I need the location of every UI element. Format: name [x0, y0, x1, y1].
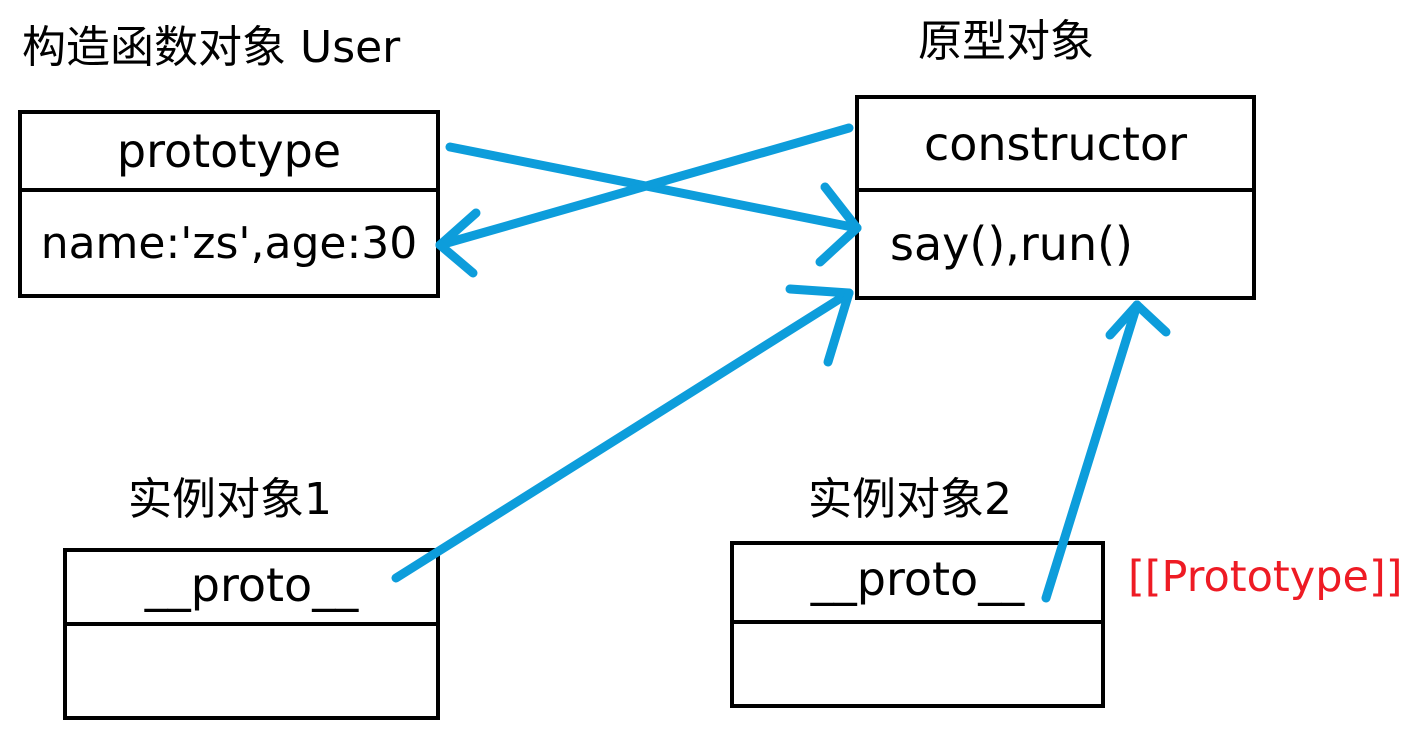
box-instance-2	[730, 541, 1105, 708]
box-constructor-user-divider	[22, 188, 436, 192]
cell-instance-1-empty[interactable]	[67, 624, 436, 716]
box-instance-1	[63, 548, 440, 720]
box-instance-1-divider	[67, 622, 436, 626]
caption-prototype-object: 原型对象	[918, 16, 1094, 67]
arrow-instance1-proto-to-proto-object	[391, 284, 854, 583]
cell-constructor-user-properties[interactable]: name:'zs',age:30	[40, 217, 418, 269]
arrow-constructor-to-user-props	[435, 123, 854, 278]
annotation-prototype-internal-slot: [[Prototype]]	[1128, 552, 1403, 602]
caption-constructor-object: 构造函数对象 User	[22, 22, 401, 73]
arrow-prototype-to-proto-object	[445, 142, 862, 267]
cell-instance-2-proto[interactable]: __proto__	[810, 552, 1025, 606]
caption-instance-object-1: 实例对象1	[128, 474, 332, 525]
box-instance-2-divider	[734, 620, 1101, 624]
cell-prototype-object-constructor[interactable]: constructor	[923, 116, 1188, 171]
cell-prototype-object-methods[interactable]: say(),run()	[890, 217, 1134, 271]
cell-instance-1-proto[interactable]: __proto__	[144, 558, 359, 612]
box-prototype-object-divider	[859, 188, 1252, 192]
cell-constructor-user-prototype[interactable]: prototype	[116, 124, 342, 178]
cell-instance-2-empty[interactable]	[734, 620, 1101, 704]
caption-instance-object-2: 实例对象2	[808, 474, 1012, 525]
